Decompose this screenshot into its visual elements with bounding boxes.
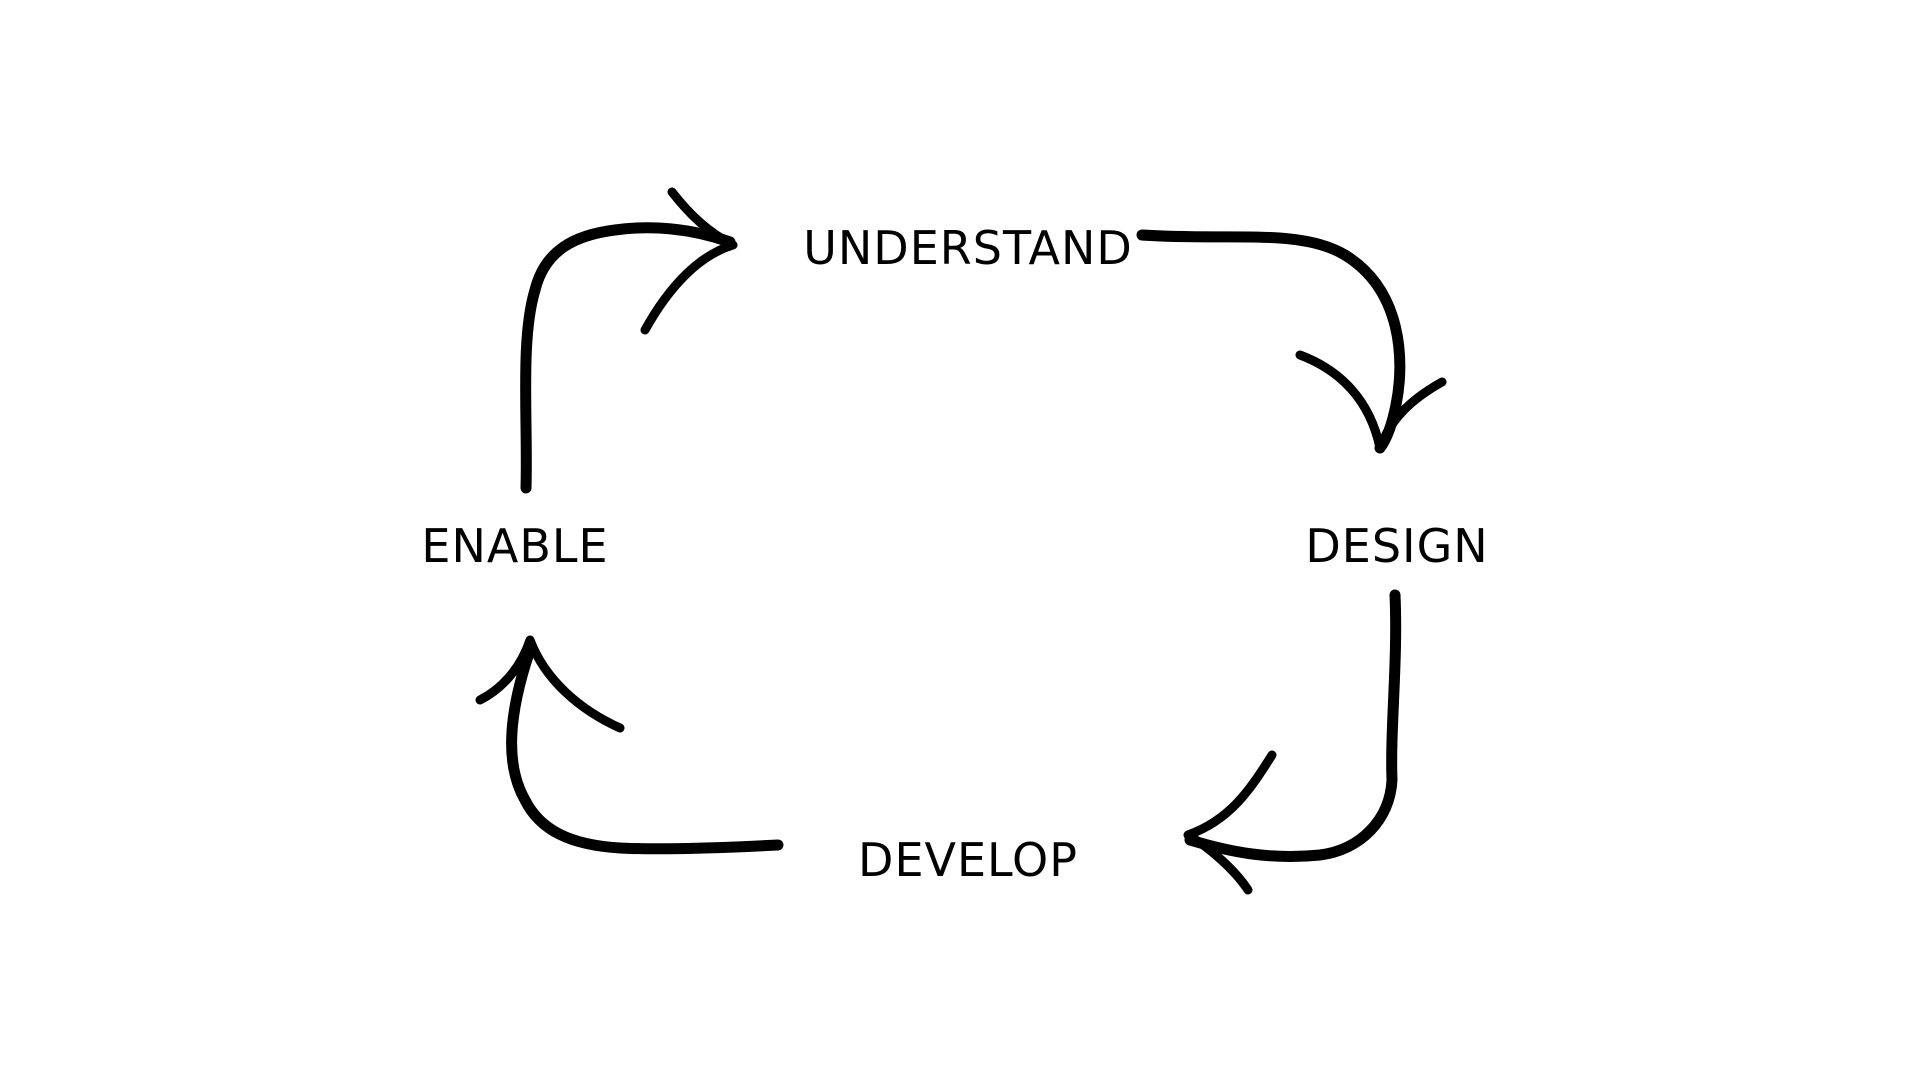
- arrow-develop-to-enable-head: [475, 635, 625, 733]
- arrow-develop-to-enable: [475, 635, 784, 855]
- arrow-enable-to-understand-head: [640, 187, 738, 335]
- arrow-understand-to-design-head: [1295, 350, 1447, 453]
- stage-label-understand: UNDERSTAND: [803, 221, 1133, 275]
- stage-label-enable: ENABLE: [421, 519, 609, 573]
- stage-label-develop: DEVELOP: [858, 833, 1078, 887]
- arrow-design-to-develop-shaft: [1184, 589, 1402, 862]
- arrow-understand-to-design: [1136, 229, 1447, 454]
- stage-label-design: DESIGN: [1305, 519, 1489, 573]
- arrow-design-to-develop: [1183, 589, 1402, 895]
- arrow-design-to-develop-head: [1183, 750, 1277, 895]
- arrow-develop-to-enable-shaft: [506, 644, 784, 855]
- arrow-understand-to-design-shaft: [1136, 229, 1406, 454]
- arrow-enable-to-understand-shaft: [520, 222, 736, 494]
- arrow-enable-to-understand: [520, 187, 738, 494]
